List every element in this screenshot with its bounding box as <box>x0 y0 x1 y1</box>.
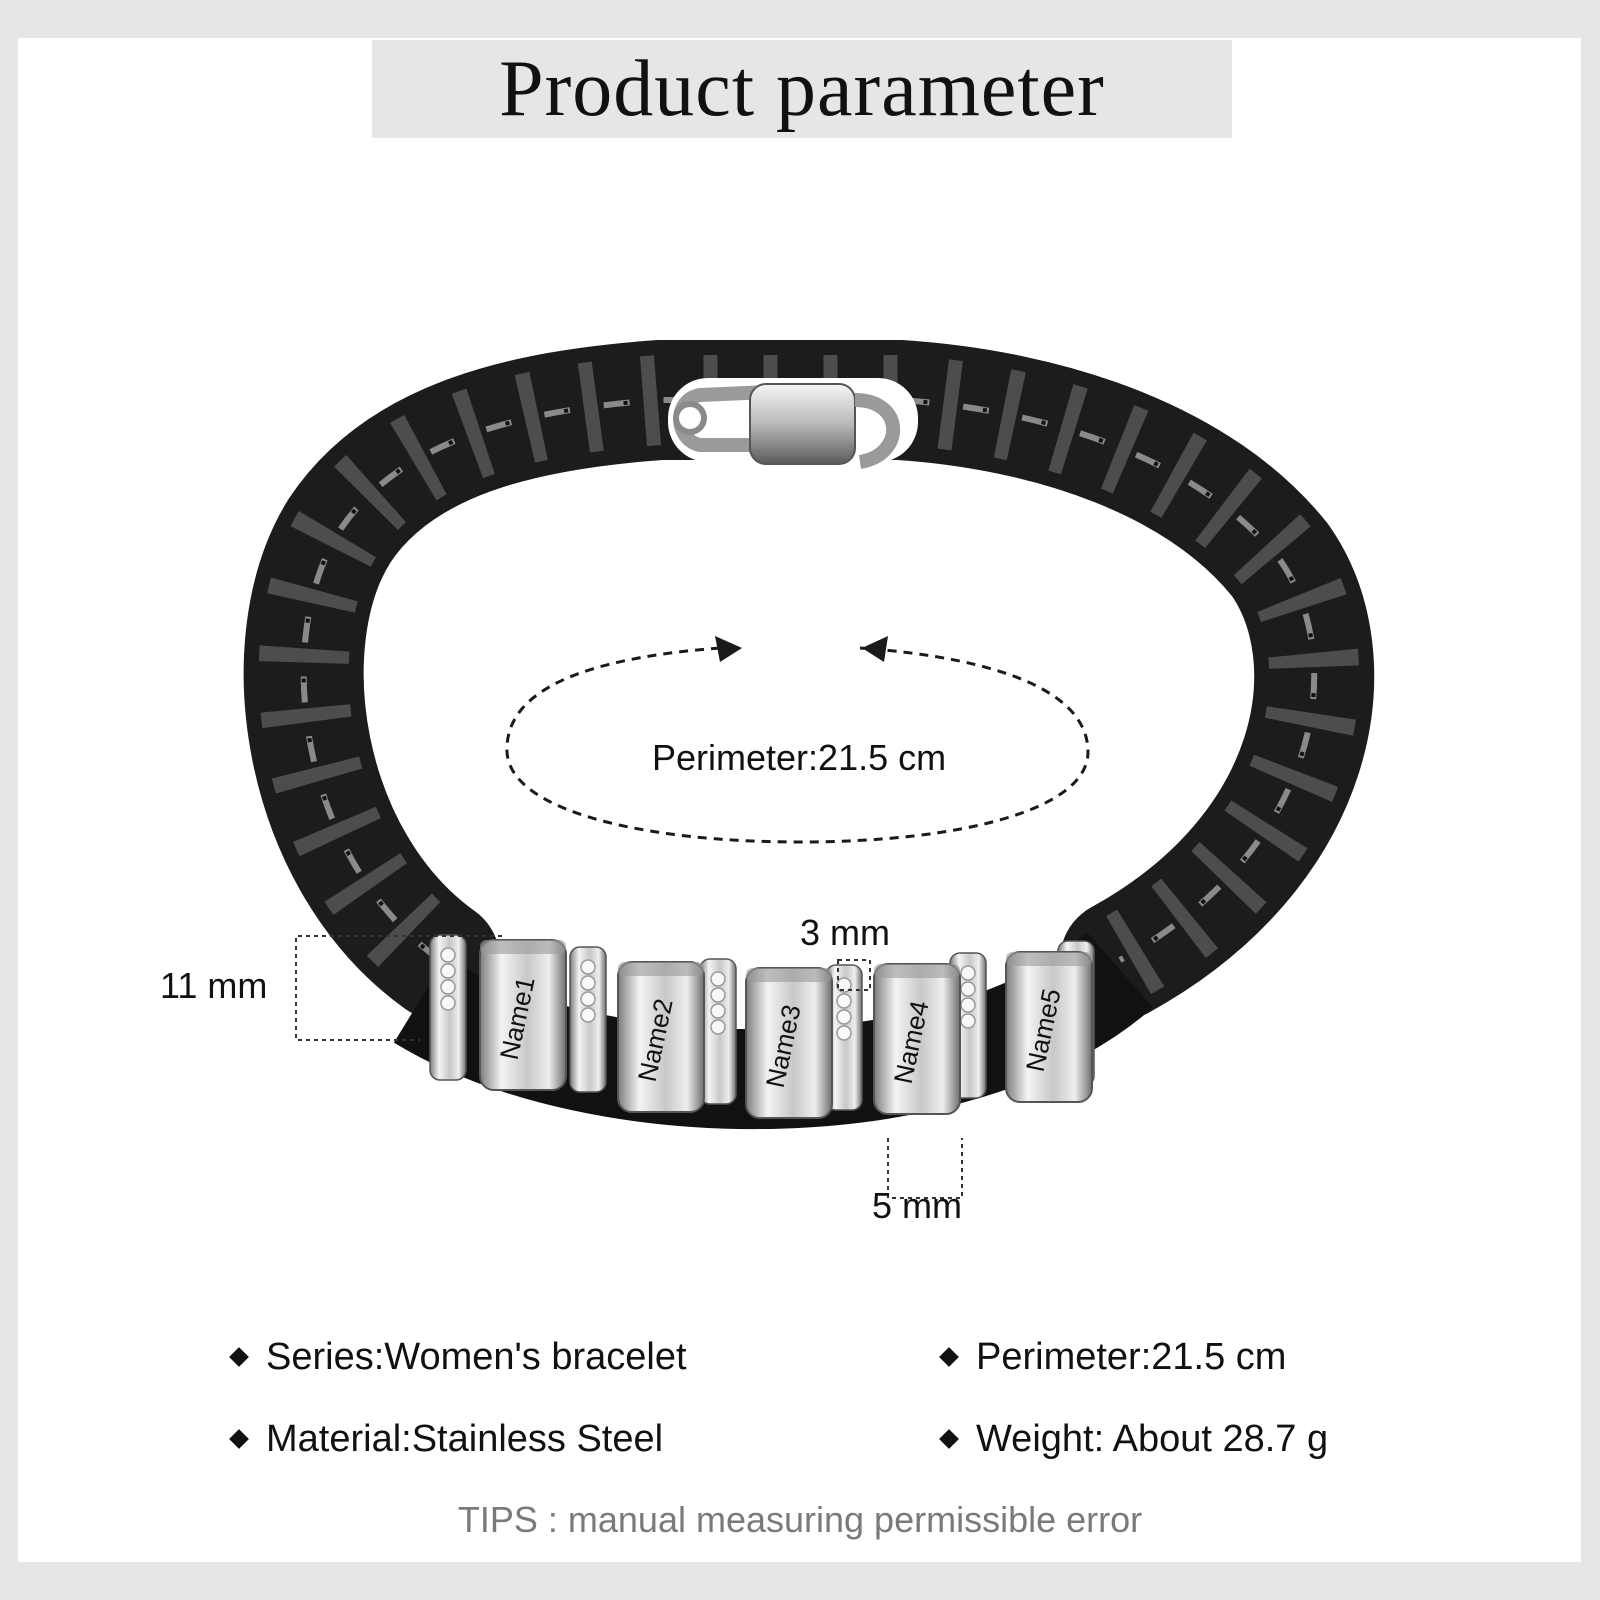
arrow-right-icon <box>715 636 742 662</box>
crystal-stone <box>440 979 456 995</box>
bead-rim <box>874 964 960 978</box>
tips-note: TIPS : manual measuring permissible erro… <box>457 1499 1143 1540</box>
crystal-stone <box>580 959 596 975</box>
spec-material-text: Material:Stainless Steel <box>266 1418 664 1460</box>
crystal-stone <box>580 975 596 991</box>
crystal-stone <box>960 981 976 997</box>
dimension-brackets <box>295 935 963 1199</box>
diamond-bullet-icon <box>229 1429 249 1449</box>
crystal-stone <box>580 991 596 1007</box>
height-label: 11 mm <box>160 965 268 1006</box>
crystal-stone <box>440 995 456 1011</box>
diamond-bullet-icon <box>939 1347 959 1367</box>
page-title: Product parameter <box>499 45 1105 133</box>
bead-bracket <box>887 1138 963 1199</box>
crystal-spacer <box>699 958 737 1105</box>
crystal-stone <box>960 997 976 1013</box>
bead-row: Name1 Name2 Name3 Name4 Name5 <box>393 931 1153 1130</box>
bead-label: 5 mm <box>872 1185 962 1226</box>
spec-weight: Weight: About 28.7 g <box>939 1418 1329 1460</box>
spec-perimeter-text: Perimeter:21.5 cm <box>976 1336 1287 1378</box>
bead-rim <box>1006 952 1092 966</box>
crystal-stone <box>440 963 456 979</box>
name-bead: Name2 <box>617 961 705 1113</box>
crystal-stone <box>836 1009 852 1025</box>
name-bead: Name5 <box>1005 951 1093 1103</box>
crystal-stone <box>710 987 726 1003</box>
bead-rim <box>618 962 704 976</box>
title-banner: Product parameter <box>372 40 1232 138</box>
crystal-stone <box>960 965 976 981</box>
clasp <box>668 378 918 469</box>
crystal-stone <box>710 971 726 987</box>
spec-material: Material:Stainless Steel <box>229 1418 664 1460</box>
name-bead: Name3 <box>745 967 833 1119</box>
crystal-stone <box>580 1007 596 1023</box>
crystal-stone <box>836 1025 852 1041</box>
crystal-stone <box>710 1003 726 1019</box>
spec-series-text: Series:Women's bracelet <box>266 1336 687 1378</box>
diamond-bullet-icon <box>939 1429 959 1449</box>
crystal-spacer <box>569 946 607 1093</box>
crystal-stone <box>960 1013 976 1029</box>
diamond-bullet-icon <box>229 1347 249 1367</box>
height-bracket <box>295 935 502 1041</box>
bead-rim <box>746 968 832 982</box>
chain <box>243 340 1375 1020</box>
spec-series: Series:Women's bracelet <box>229 1336 687 1378</box>
crystal-stone <box>440 947 456 963</box>
crystal-spacer <box>429 934 467 1081</box>
spacer-bracket <box>837 959 871 991</box>
crystal-stone <box>836 993 852 1009</box>
name-bead: Name4 <box>873 963 961 1115</box>
crystal-stone <box>710 1019 726 1035</box>
name-bead: Name1 <box>479 939 567 1091</box>
spacer-label: 3 mm <box>800 912 890 953</box>
perimeter-label: Perimeter:21.5 cm <box>652 737 947 778</box>
spec-perimeter: Perimeter:21.5 cm <box>939 1336 1287 1378</box>
perimeter-indicator <box>505 636 1090 844</box>
spec-weight-text: Weight: About 28.7 g <box>976 1418 1329 1460</box>
arrow-left-icon <box>862 636 888 662</box>
bead-rim <box>480 940 566 954</box>
